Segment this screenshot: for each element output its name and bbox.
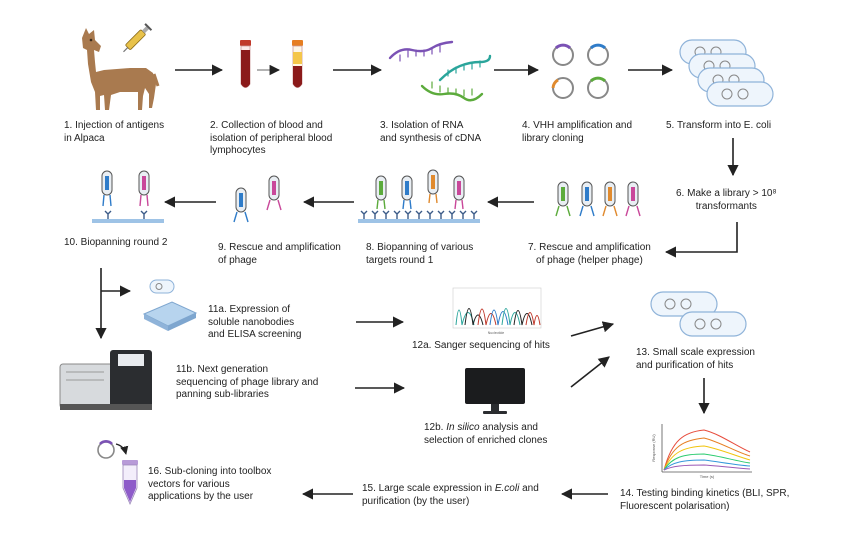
step-14-label: 14. Testing binding kinetics (BLI, SPR, … xyxy=(620,488,790,512)
sanger-xlabel: Nucleotide xyxy=(488,331,505,335)
elisa-plate-icon xyxy=(142,279,198,331)
sequencer-machine-icon xyxy=(59,350,152,410)
biopanning-round2-icon xyxy=(92,170,164,223)
step-12b-suffix: analysis and selection of enriched clone… xyxy=(424,422,548,446)
step-12b-emphasis: In silico xyxy=(446,422,480,433)
monitor-icon xyxy=(465,368,525,414)
sanger-chromatogram-icon: Nucleotide xyxy=(452,287,542,335)
syringe-icon xyxy=(123,23,153,53)
step-12b-prefix: 12b. xyxy=(424,422,447,433)
blood-tube-icon xyxy=(240,40,251,88)
arrow-6-7 xyxy=(664,222,738,258)
step-12a-label: 12a. Sanger sequencing of hits xyxy=(412,340,550,351)
step-13-label: 13. Small scale expression and purificat… xyxy=(636,347,755,371)
arrow-12a-13 xyxy=(570,321,615,337)
step-4-label: 4. VHH amplification and library cloning xyxy=(522,120,633,144)
step-1-label: 1. Injection of antigens in Alpaca xyxy=(64,120,165,144)
subcloning-icon xyxy=(97,440,138,505)
petri-dish-pair-icon xyxy=(650,291,747,337)
step-15-label: 15. Large scale expression in E.coli and… xyxy=(362,483,539,508)
rna-cdna-icon xyxy=(388,40,492,102)
biopanning-round1-icon xyxy=(358,169,480,223)
step-16-label: 16. Sub-cloning into toolbox vectors for… xyxy=(148,466,272,502)
step-6-label: 6. Make a library > 10⁸ transformants xyxy=(676,188,777,212)
step-7-label: 7. Rescue and amplification of phage (he… xyxy=(528,242,651,266)
alpaca-icon xyxy=(82,28,160,110)
plasmid-icons xyxy=(551,43,609,99)
step-15-prefix: 15. Large scale expression in xyxy=(362,483,495,494)
binding-xlabel: Time (s) xyxy=(700,474,715,479)
step-2-label: 2. Collection of blood and isolation of … xyxy=(210,120,333,156)
phage-group-rescue-helper-icon xyxy=(555,181,641,217)
step-11b-label: 11b. Next generation sequencing of phage… xyxy=(176,364,319,400)
step-15-suffix: and purification (by the user) xyxy=(362,483,539,507)
binding-ylabel: Response (RU) xyxy=(651,434,656,462)
phage-group-rescue-icon xyxy=(233,175,282,223)
petri-dish-stack-icon xyxy=(679,39,774,107)
step-9-label: 9. Rescue and amplification of phage xyxy=(218,242,341,266)
step-8-label: 8. Biopanning of various targets round 1 xyxy=(366,242,474,266)
step-10-label: 10. Biopanning round 2 xyxy=(64,237,168,248)
separated-tube-icon xyxy=(292,40,303,88)
arrow-12b-13 xyxy=(570,356,610,388)
step-15-emphasis: E.coli xyxy=(494,483,520,494)
binding-kinetics-graph-icon: Response (RU) Time (s) xyxy=(651,424,752,479)
step-5-label: 5. Transform into E. coli xyxy=(666,120,772,131)
step-3-label: 3. Isolation of RNA and synthesis of cDN… xyxy=(380,120,482,144)
step-12b-label: 12b. In silico analysis and selection of… xyxy=(424,422,547,447)
flow-arrows xyxy=(95,64,739,500)
step-11a-label: 11a. Expression of soluble nanobodies an… xyxy=(208,304,302,340)
